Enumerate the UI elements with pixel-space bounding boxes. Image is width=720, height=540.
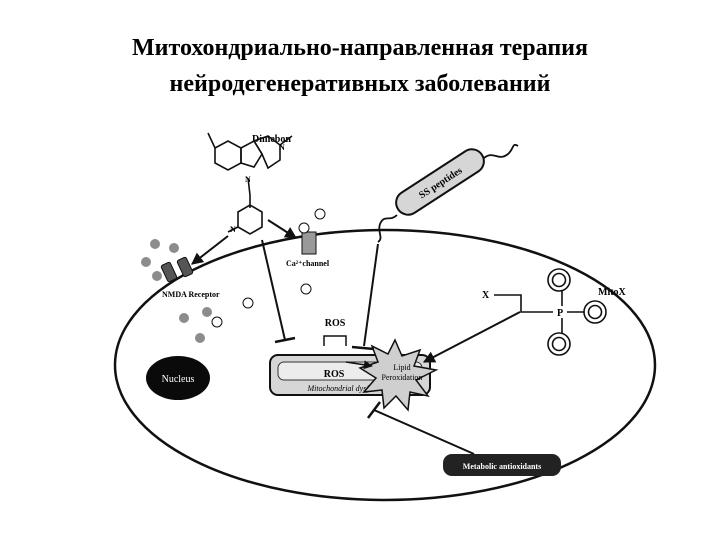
lipid-peroxidation-burst	[358, 338, 439, 412]
ss-peptides-inhibit-bar	[351, 345, 375, 351]
mitox-linker	[494, 294, 553, 313]
antioxidants-inhibit	[373, 409, 475, 455]
lipid-label-2: Peroxidation	[382, 373, 423, 382]
dimebon-n-2: N	[279, 143, 285, 152]
dimebon-inhibit-bar	[274, 336, 296, 344]
mitox-p-label: P	[557, 308, 563, 319]
antioxidants-inhibit-bar	[367, 401, 381, 419]
dimebon-n-1: N	[245, 175, 251, 184]
ca-channel-label: Ca²⁺channel	[286, 259, 330, 268]
metabolic-antioxidants-badge	[443, 454, 561, 476]
metabolic-antioxidants-label: Metabolic antioxidants	[463, 462, 541, 471]
nmda-receptor-left	[160, 261, 178, 283]
cell-membrane	[113, 228, 657, 502]
lipid-label-1: Lipid	[393, 363, 410, 372]
mitox-molecule	[547, 268, 607, 356]
ca-ions	[211, 208, 326, 328]
extracellular-ions	[141, 239, 212, 343]
dimebon-molecule	[207, 132, 293, 235]
nucleus-label: Nucleus	[162, 374, 195, 385]
ss-peptide-tail-left	[377, 214, 398, 243]
ros-to-lipid	[345, 360, 373, 370]
ros-bracket	[323, 335, 347, 346]
ca-channel	[301, 231, 317, 255]
nmda-receptor-label: NMDA Receptor	[162, 290, 220, 299]
dimebon-to-ca	[267, 219, 298, 239]
nucleus	[146, 356, 210, 400]
ss-peptide-tail-right	[483, 143, 519, 159]
slide-title: Митохондриально-направленная терапия ней…	[0, 30, 720, 102]
nmda-receptor-right	[176, 256, 194, 278]
ss-peptides-inhibit	[363, 243, 379, 347]
mito-ros-label: ROS	[324, 369, 345, 380]
mito-dysfunction-label: Mitochondrial dysfunction	[306, 384, 392, 393]
mitox-label: MitoX	[598, 287, 627, 298]
title-line-1: Митохондриально-направленная терапия	[132, 35, 588, 61]
ss-peptides-capsule: SS peptides	[395, 148, 485, 216]
dimebon-to-nmda	[191, 235, 229, 265]
mitox-x-label: X	[482, 290, 490, 301]
dimebon-n-3: N	[230, 225, 236, 234]
ros-upper-label: ROS	[325, 318, 346, 329]
dimebon-inhibit-mito	[261, 239, 286, 341]
mitox-to-lipid	[422, 311, 521, 363]
title-line-2: нейродегенеративных заболеваний	[169, 71, 551, 97]
